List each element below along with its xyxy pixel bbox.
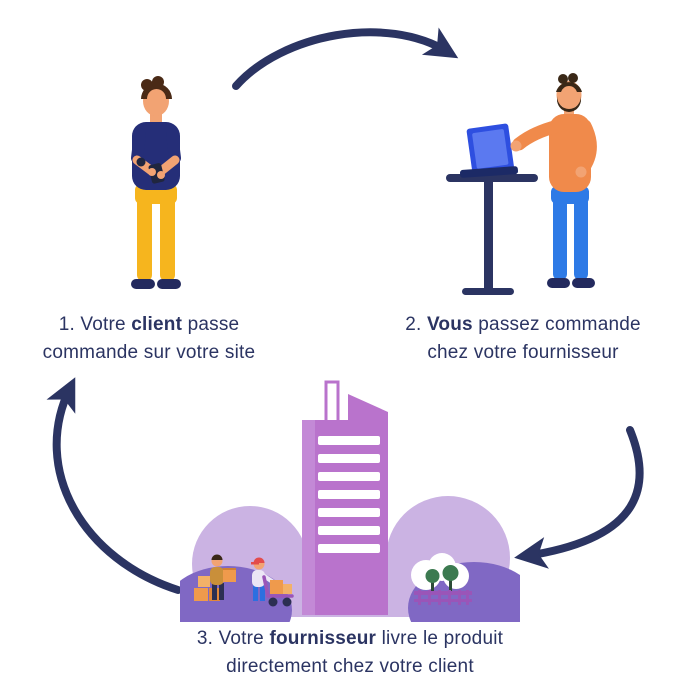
arc-arrow-client-to-vous-icon xyxy=(232,27,459,90)
client-with-phone-illustration xyxy=(131,76,181,289)
step-1-line-2: commande sur votre site xyxy=(42,341,256,363)
supplier-warehouse-illustration xyxy=(180,380,520,622)
worker-carrying-box-icon xyxy=(210,554,236,600)
fence-icon xyxy=(414,590,472,605)
client-person-icon xyxy=(131,76,181,289)
laptop-icon xyxy=(459,123,519,178)
step-2-line-2: chez votre fournisseur xyxy=(427,341,619,363)
window-stripes-icon xyxy=(318,436,380,553)
step-3-text-post: livre le produit xyxy=(376,628,504,649)
step-2-line-1: 2. Vous passez commande xyxy=(378,311,668,339)
step-3-text-pre: 3. Votre xyxy=(196,628,270,649)
worker-with-cart-icon xyxy=(251,557,294,607)
step-2-keyword: Vous xyxy=(426,314,473,335)
step-1-text-pre: 1. Votre xyxy=(58,314,132,335)
step-2-text-pre: 2. xyxy=(405,314,427,335)
step-3-line-2: directement chez votre client xyxy=(226,655,474,677)
trees-icon xyxy=(411,553,469,592)
antenna-icon xyxy=(324,380,340,426)
seller-person-icon xyxy=(510,73,597,288)
step-1-caption: 1. Votre client passe commande sur votre… xyxy=(18,311,280,366)
warehouse-building-icon xyxy=(302,394,388,615)
step-2-caption: 2. Vous passez commande chez votre fourn… xyxy=(378,311,668,366)
step-1-keyword: client xyxy=(131,314,183,335)
step-3-keyword: fournisseur xyxy=(269,628,377,649)
step-2-text-post: passez commande xyxy=(472,314,641,335)
step-3-line-1: 3. Votre fournisseur livre le produit xyxy=(150,625,550,653)
seller-at-standing-desk-illustration xyxy=(446,73,597,295)
step-1-text-post: passe xyxy=(182,314,240,335)
step-1-line-1: 1. Votre client passe xyxy=(18,311,280,339)
standing-desk-icon xyxy=(446,174,538,295)
arc-arrow-vous-to-fournisseur-icon xyxy=(514,426,644,569)
arc-arrow-fournisseur-to-client-icon xyxy=(46,377,182,594)
step-3-caption: 3. Votre fournisseur livre le produit di… xyxy=(150,625,550,680)
